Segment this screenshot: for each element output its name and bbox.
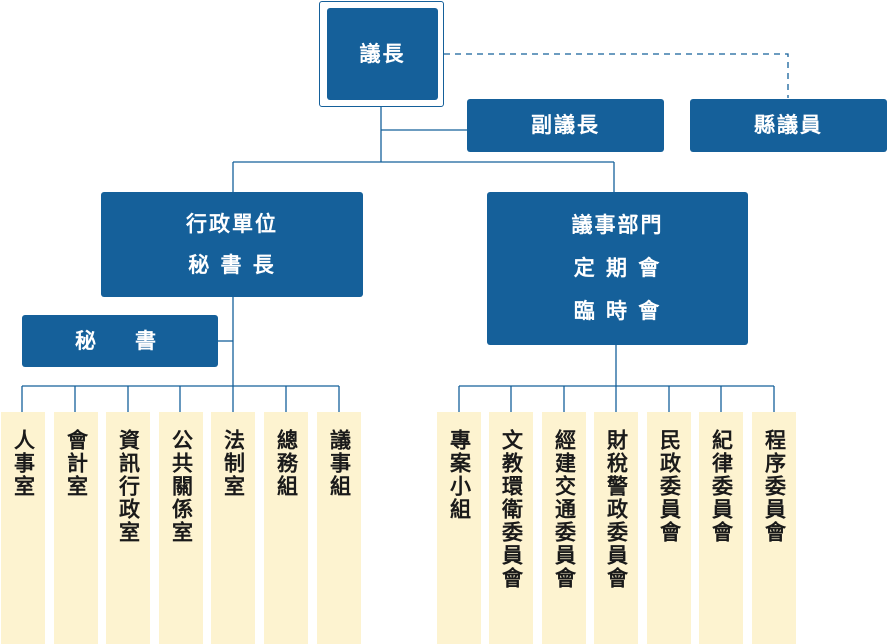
committee-column[interactable]: 程序委員會: [752, 412, 796, 644]
committee-label: 經建交通委員會: [552, 429, 577, 590]
deputy-speaker-box[interactable]: 副議長: [467, 99, 664, 152]
committee-label: 程序委員會: [762, 429, 787, 544]
speaker-label: 議長: [359, 41, 406, 66]
admin-unit-title: 行政單位: [186, 211, 278, 236]
secretary-general-label: 秘 書 長: [188, 252, 276, 277]
speaker-box[interactable]: 議長: [327, 8, 438, 100]
councilors-box[interactable]: 縣議員: [690, 99, 887, 152]
committee-label: 紀律委員會: [709, 429, 734, 544]
committee-column[interactable]: 民政委員會: [647, 412, 691, 644]
admin-unit-label: 資訊行政室: [116, 429, 141, 544]
admin-unit-column[interactable]: 資訊行政室: [106, 412, 150, 644]
committee-column[interactable]: 財稅警政委員會: [594, 412, 638, 644]
committee-label: 民政委員會: [657, 429, 682, 544]
admin-unit-column[interactable]: 議事組: [317, 412, 361, 644]
regular-session-label: 定 期 會: [573, 256, 662, 280]
admin-unit-column[interactable]: 人事室: [1, 412, 45, 644]
secretary-box[interactable]: 秘 書: [22, 315, 218, 367]
committee-column[interactable]: 經建交通委員會: [542, 412, 586, 644]
committee-label: 專案小組: [447, 429, 472, 521]
admin-unit-box[interactable]: 行政單位 秘 書 長: [101, 192, 363, 297]
admin-unit-label: 公共關係室: [169, 429, 194, 544]
committee-label: 財稅警政委員會: [604, 429, 629, 590]
admin-unit-column[interactable]: 總務組: [264, 412, 308, 644]
deputy-speaker-label: 副議長: [531, 113, 600, 137]
admin-unit-label: 法制室: [221, 429, 246, 498]
admin-unit-label: 人事室: [11, 429, 36, 498]
secretary-label: 秘 書: [75, 328, 165, 353]
admin-unit-label: 總務組: [274, 429, 299, 498]
committee-column[interactable]: 紀律委員會: [699, 412, 743, 644]
admin-unit-column[interactable]: 法制室: [211, 412, 255, 644]
council-affairs-box[interactable]: 議事部門 定 期 會 臨 時 會: [487, 192, 748, 345]
admin-unit-column[interactable]: 會計室: [54, 412, 98, 644]
committee-column[interactable]: 文教環衛委員會: [489, 412, 533, 644]
admin-unit-label: 議事組: [327, 429, 352, 498]
committee-label: 文教環衛委員會: [499, 429, 524, 590]
councilors-label: 縣議員: [754, 113, 823, 137]
committee-column[interactable]: 專案小組: [437, 412, 481, 644]
admin-unit-column[interactable]: 公共關係室: [159, 412, 203, 644]
admin-unit-label: 會計室: [64, 429, 89, 498]
council-affairs-title: 議事部門: [571, 213, 664, 237]
extra-session-label: 臨 時 會: [573, 299, 662, 323]
